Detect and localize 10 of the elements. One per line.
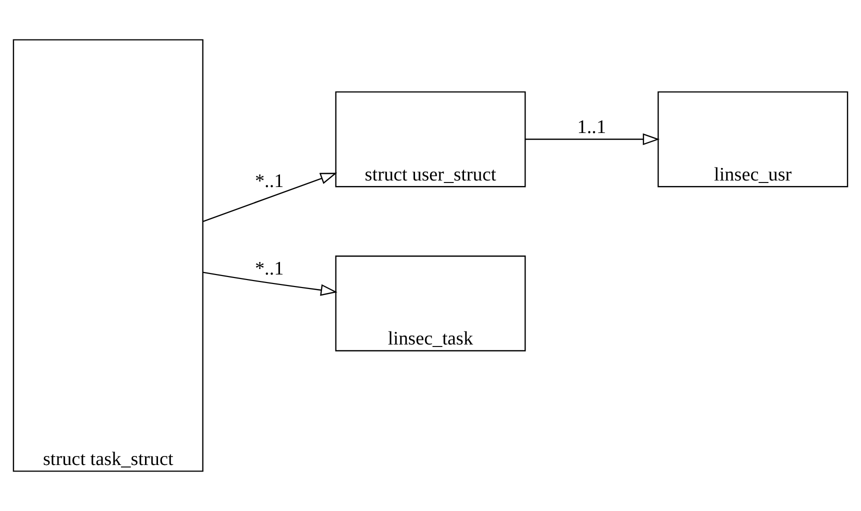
arrow xyxy=(526,133,660,146)
node-box: struct user_struct xyxy=(335,91,526,188)
edge-label: *..1 xyxy=(254,258,284,280)
arrow xyxy=(202,172,338,222)
arrow xyxy=(202,272,338,296)
edge-label: *..1 xyxy=(254,170,284,192)
node-box: linsec_task xyxy=(335,256,526,352)
edge-label: 1..1 xyxy=(577,117,606,138)
node-box: struct task_struct xyxy=(12,39,204,472)
node-box: linsec_usr xyxy=(658,91,848,188)
